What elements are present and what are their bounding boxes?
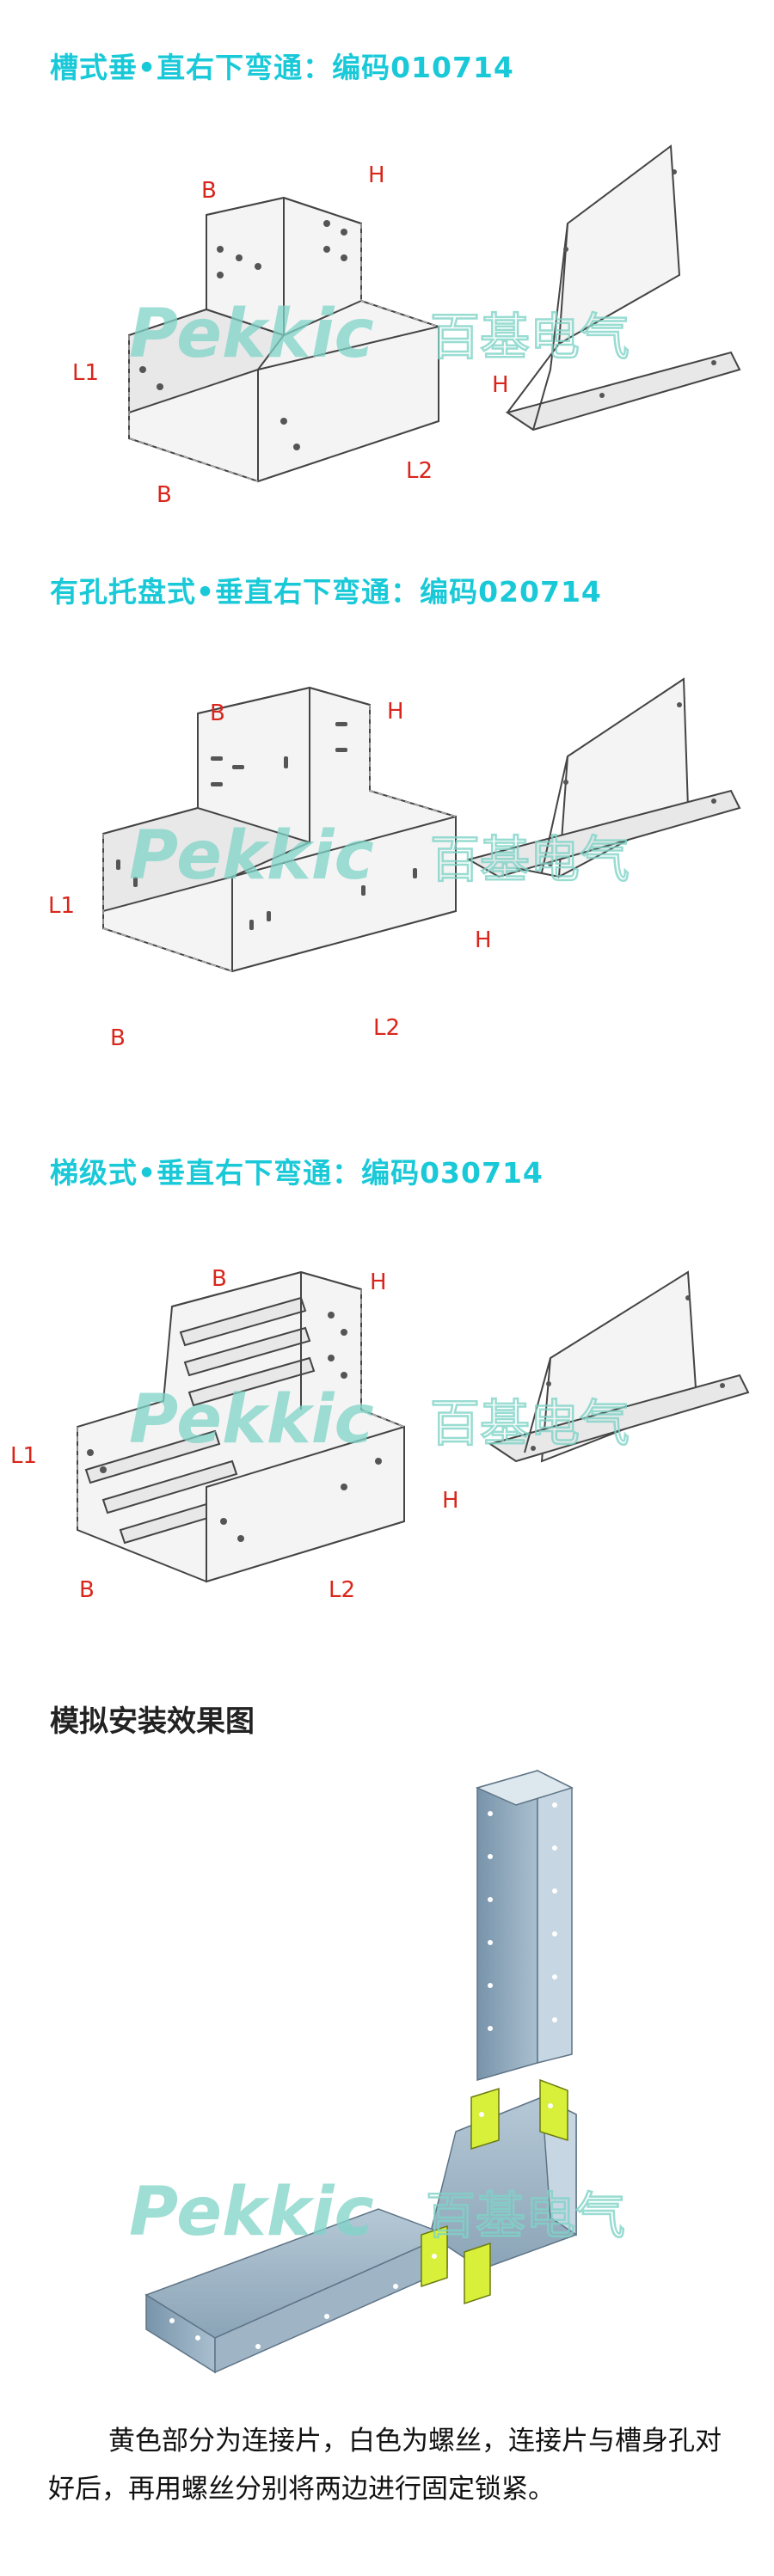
watermark-brand: Pekkic	[129, 1381, 374, 1459]
connector-plate-drawing	[466, 677, 741, 878]
mounting-holes	[139, 220, 347, 450]
dim-h-top: H	[370, 1270, 387, 1295]
dim-l1: L1	[10, 1443, 37, 1469]
watermark-cn: 百基电气	[430, 830, 630, 889]
connector-plate-drawing	[505, 144, 741, 431]
diagram-perforated-bend: B H L1 H B L2 Pekkic 百基电气	[48, 677, 741, 1051]
diagram-trough-bend: B H L1 H B L2 Pekkic 百基电气	[72, 144, 741, 508]
slot-holes	[116, 722, 417, 930]
simulation-heading: 模拟安装效果图	[50, 1704, 255, 1739]
dim-l1: L1	[48, 893, 75, 919]
bolt-holes	[169, 1802, 557, 2349]
connector-plate-drawing	[488, 1270, 750, 1463]
mounting-holes	[87, 1312, 382, 1542]
dim-h-side: H	[475, 927, 492, 953]
dim-h-top: H	[368, 162, 385, 188]
diagram-ladder-bend: B H L1 H B L2 Pekkic 百基电气	[10, 1266, 750, 1603]
watermark-cn: 百基电气	[426, 2187, 625, 2245]
dim-h-side: H	[442, 1488, 459, 1514]
installation-caption: 黄色部分为连接片，白色为螺丝，连接片与槽身孔对好后，再用螺丝分别将两边进行固定锁…	[48, 2426, 722, 2505]
dim-l2: L2	[329, 1577, 355, 1603]
watermark-cn: 百基电气	[430, 1394, 630, 1453]
dim-h-top: H	[387, 699, 404, 725]
dim-b-top: B	[210, 701, 225, 726]
section-title-3: 梯级式•垂直右下弯通：编码030714	[50, 1156, 544, 1190]
watermark-brand: Pekkic	[129, 817, 374, 895]
connector-plates	[421, 2078, 568, 2305]
section-title-2: 有孔托盘式•垂直右下弯通：编码020714	[50, 575, 602, 609]
dim-l2: L2	[406, 458, 433, 484]
watermark-cn: 百基电气	[430, 308, 630, 366]
watermark-brand: Pekkic	[129, 296, 374, 373]
dim-b-bottom: B	[157, 482, 172, 508]
dim-b-bottom: B	[79, 1577, 95, 1603]
dim-l2: L2	[373, 1015, 400, 1041]
section-title-1: 槽式垂•直右下弯通：编码010714	[50, 51, 514, 84]
installation-render: Pekkic 百基电气	[129, 1769, 626, 2374]
dim-b-top: B	[201, 178, 217, 204]
dim-b-top: B	[212, 1266, 227, 1292]
dim-h-side: H	[492, 372, 509, 398]
dim-l1: L1	[72, 360, 99, 386]
dim-b-bottom: B	[110, 1025, 126, 1051]
watermark-brand: Pekkic	[129, 2174, 374, 2251]
